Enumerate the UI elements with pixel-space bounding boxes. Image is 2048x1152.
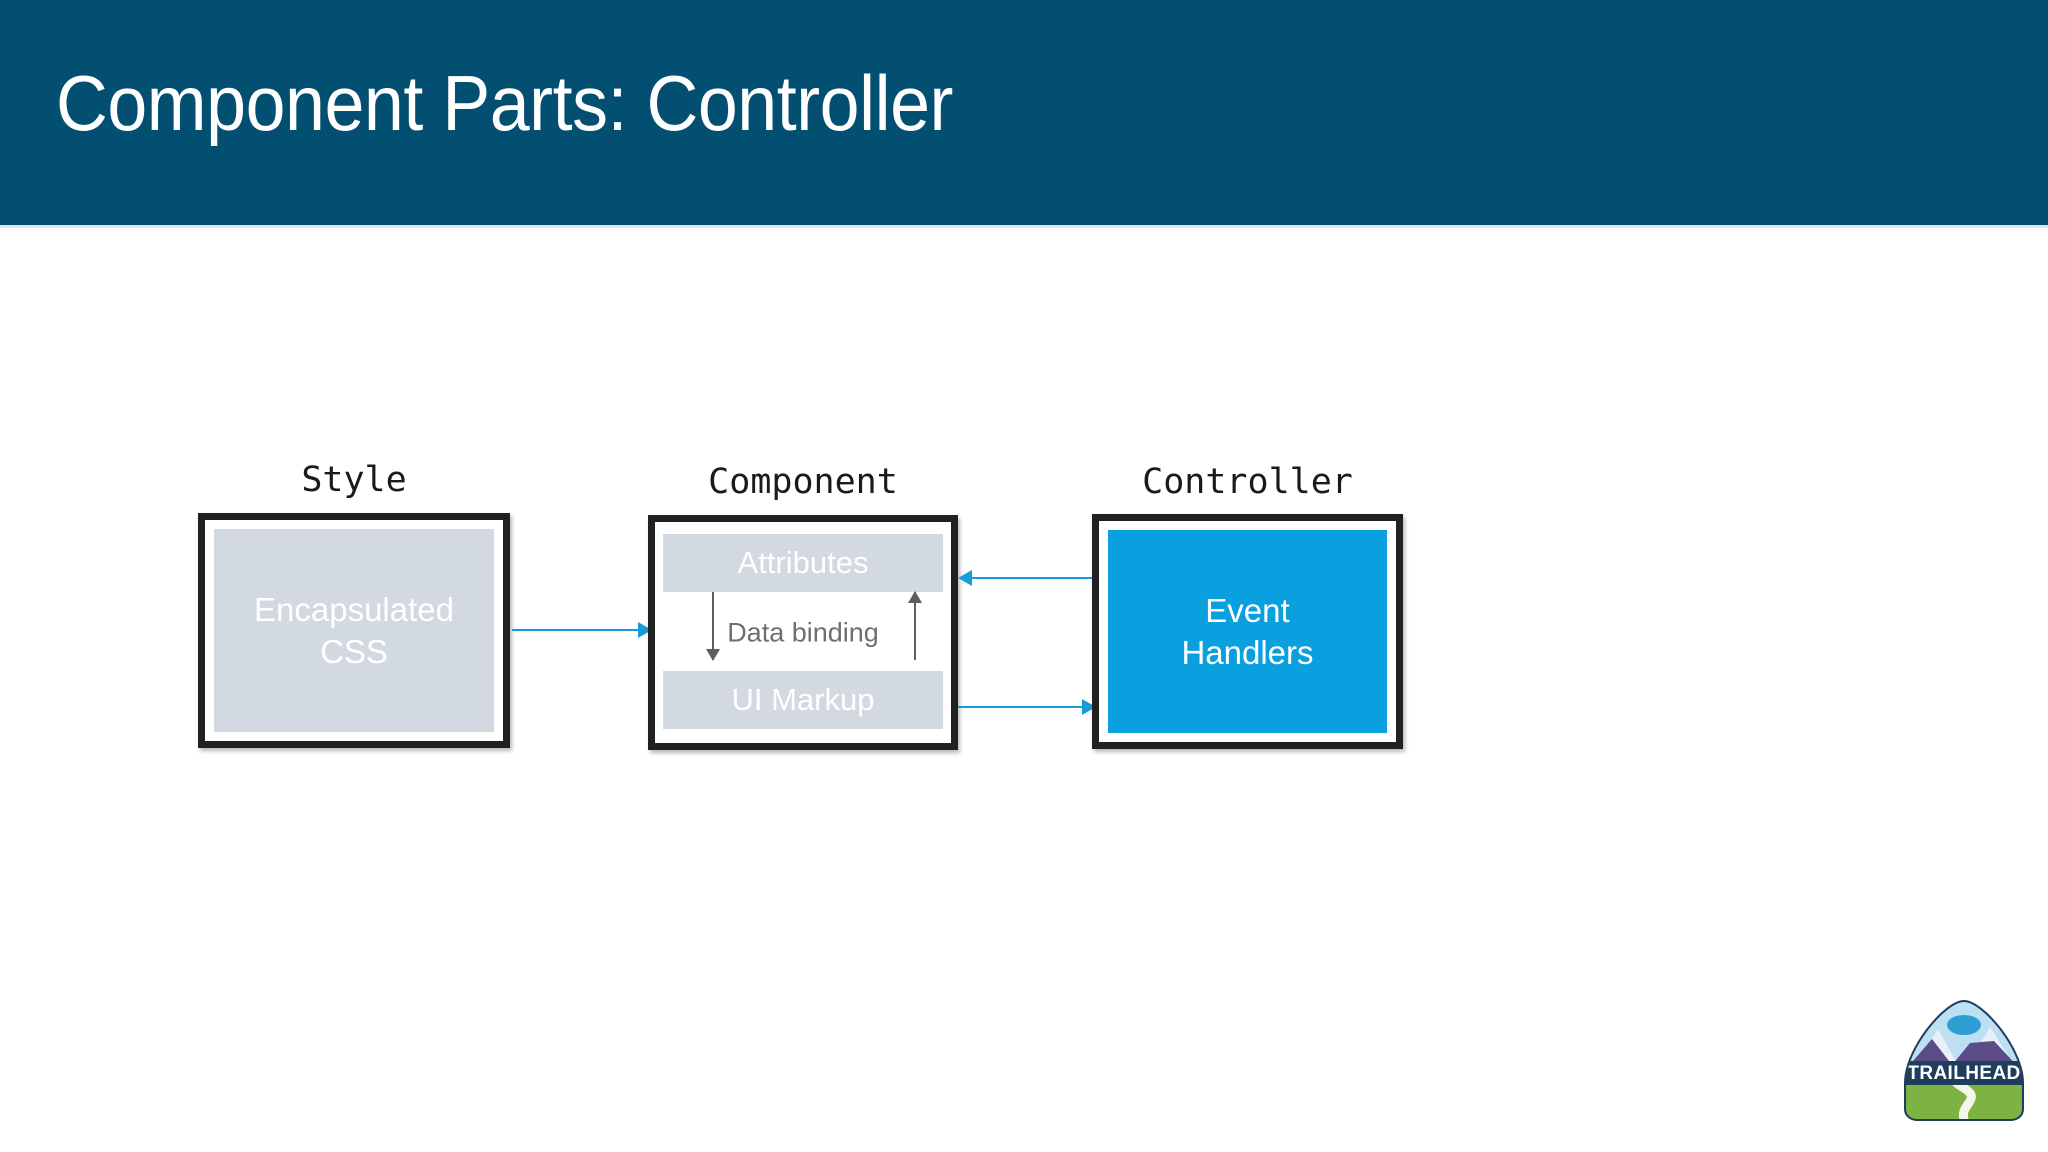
component-architecture-diagram: Style Encapsulated CSS Component Attribu…: [0, 225, 2048, 1152]
connector-ui-markup-to-controller: [958, 699, 1096, 715]
arrow-head: [908, 591, 922, 603]
controller-body-text: Event Handlers: [1181, 592, 1314, 671]
logo-banner: [1906, 1059, 2022, 1085]
arrowhead-left-icon: [958, 570, 972, 586]
style-body-text: Encapsulated CSS: [254, 591, 454, 670]
node-label-style: Style: [301, 460, 407, 500]
style-fill: Encapsulated CSS: [214, 529, 494, 732]
controller-fill: Event Handlers: [1108, 530, 1387, 733]
node-style[interactable]: Encapsulated CSS: [198, 513, 510, 748]
logo-wordmark: TRAILHEAD: [1907, 1063, 2020, 1084]
connector-style-to-component: [512, 622, 652, 638]
data-binding-down-arrow-icon: [705, 592, 721, 661]
page-title: Component Parts: Controller: [56, 59, 953, 147]
trailhead-logo: TRAILHEAD: [1898, 997, 2030, 1133]
band-attributes[interactable]: Attributes: [663, 534, 943, 592]
slide-header-bar: Component Parts: Controller: [0, 0, 2048, 228]
data-binding-label: Data binding: [727, 617, 879, 647]
logo-sun: [1947, 1015, 1981, 1035]
connector-line: [512, 629, 641, 631]
band-ui-markup[interactable]: UI Markup: [663, 671, 943, 729]
node-controller[interactable]: Event Handlers: [1092, 514, 1403, 749]
connector-line: [969, 577, 1096, 579]
node-component[interactable]: Attributes Data binding UI Markup: [648, 515, 958, 750]
node-label-component: Component: [708, 462, 898, 502]
connector-controller-to-attributes: [958, 570, 1096, 586]
component-stack: Attributes Data binding UI Markup: [663, 530, 943, 735]
node-label-controller: Controller: [1142, 462, 1353, 502]
arrow-shaft: [914, 592, 916, 660]
data-binding-up-arrow-icon: [907, 591, 923, 660]
arrow-shaft: [712, 592, 714, 660]
arrow-head: [706, 649, 720, 661]
connector-line: [958, 706, 1085, 708]
